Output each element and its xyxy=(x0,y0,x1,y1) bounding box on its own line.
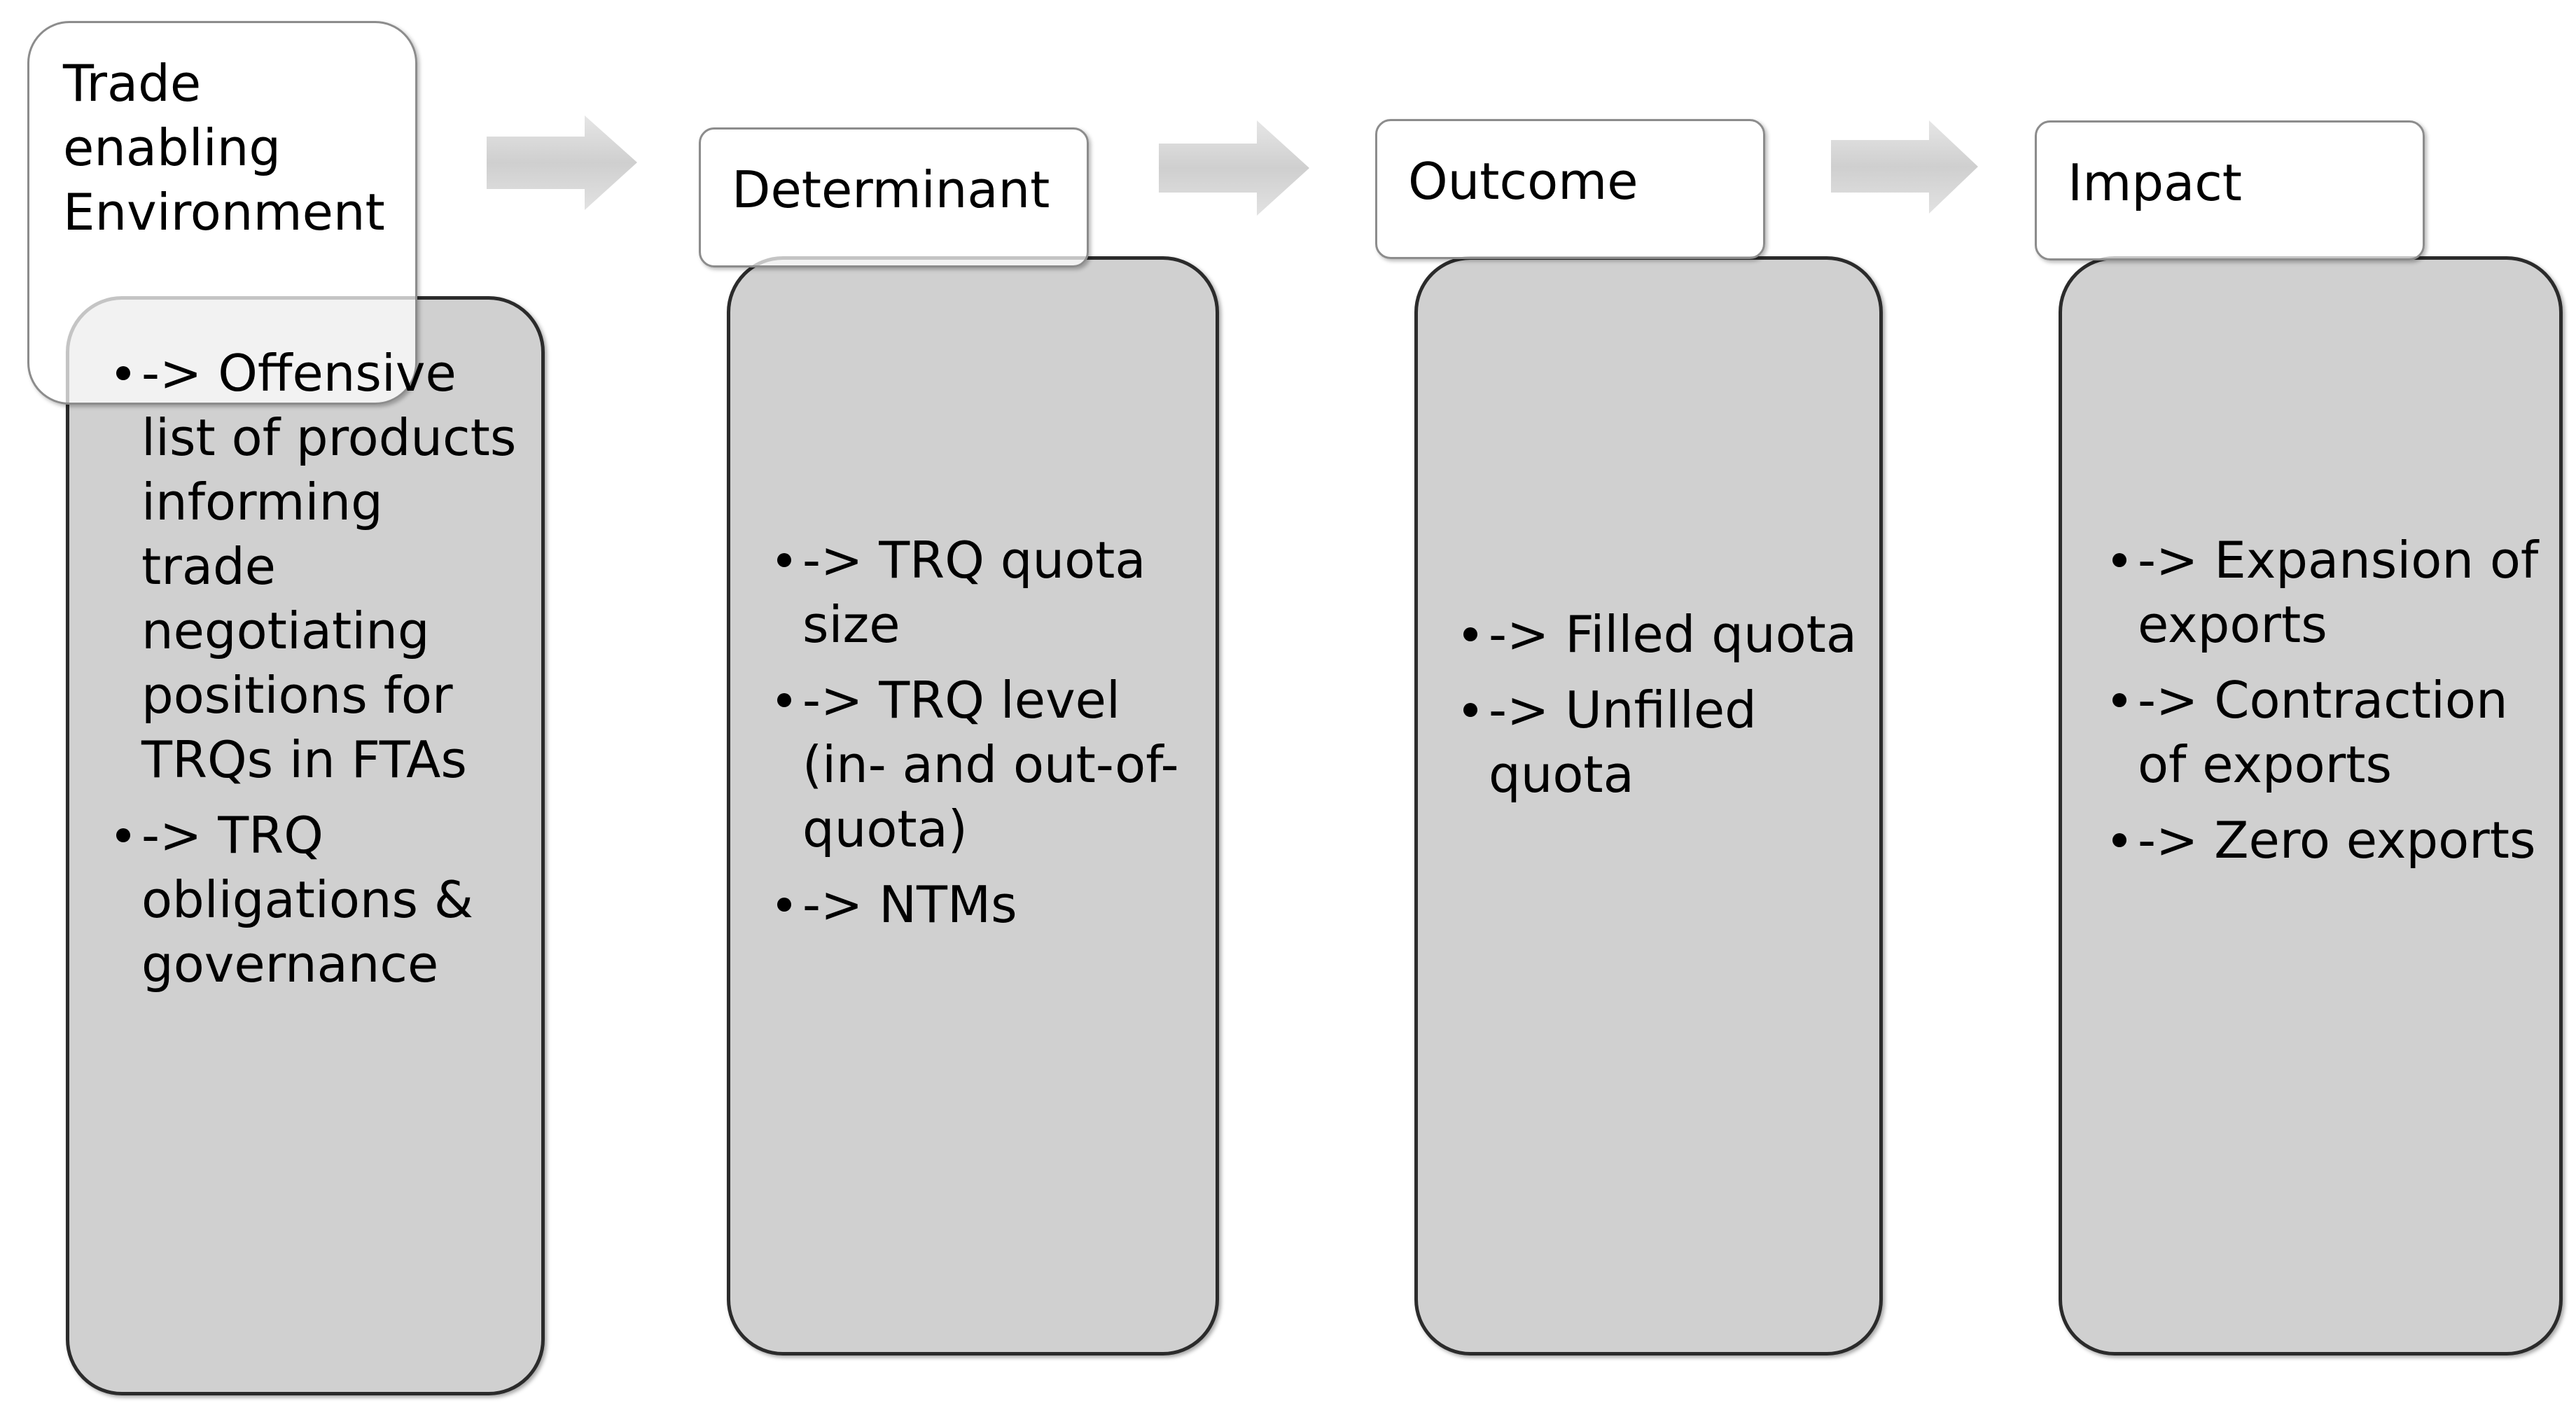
stage-3-panel xyxy=(1414,256,1883,1355)
bullet-icon xyxy=(1463,627,1477,641)
bullet-icon xyxy=(2112,553,2126,567)
list-item: -> Expansion of exports xyxy=(2112,528,2547,657)
stage-1-list: -> Offensive list of products informing … xyxy=(116,341,522,1008)
arrow-3 xyxy=(1831,120,1978,214)
list-item: -> TRQ level (in- and out-of-quota) xyxy=(777,668,1197,861)
stage-2-header-box: Determinant xyxy=(699,127,1089,267)
stage-3-list: -> Filled quota -> Unfilled quota xyxy=(1463,602,1870,818)
arrow-2 xyxy=(1159,120,1309,216)
bullet-icon xyxy=(2112,833,2126,847)
list-item: -> Contraction of exports xyxy=(2112,668,2547,797)
stage-4-header-box: Impact xyxy=(2035,120,2425,260)
list-item: -> Zero exports xyxy=(2112,808,2547,872)
stage-4-list: -> Expansion of exports -> Contraction o… xyxy=(2112,528,2547,884)
bullet-icon xyxy=(777,553,791,567)
stage-1-panel xyxy=(66,296,545,1395)
bullet-icon xyxy=(777,898,791,912)
list-item: -> TRQ quota size xyxy=(777,528,1197,657)
list-item: -> Offensive list of products informing … xyxy=(116,341,522,792)
list-item: -> Filled quota xyxy=(1463,602,1870,667)
bullet-icon xyxy=(116,828,130,842)
stage-2-header: Determinant xyxy=(732,160,1050,219)
list-item: -> Unfilled quota xyxy=(1463,678,1870,807)
stage-4-panel xyxy=(2059,256,2563,1355)
list-item: -> NTMs xyxy=(777,872,1197,937)
bullet-icon xyxy=(777,693,791,707)
stage-2-panel xyxy=(727,256,1219,1355)
stage-1-header-box: Trade enabling Environment xyxy=(27,21,417,405)
stage-3-header: Outcome xyxy=(1408,152,1638,211)
stage-3-header-box: Outcome xyxy=(1375,119,1765,259)
stage-2-list: -> TRQ quota size -> TRQ level (in- and … xyxy=(777,528,1197,948)
arrow-1 xyxy=(487,116,637,210)
list-item: -> TRQ obligations & governance xyxy=(116,803,522,996)
bullet-icon xyxy=(116,366,130,380)
stage-4-header: Impact xyxy=(2068,153,2243,212)
bullet-icon xyxy=(2112,693,2126,707)
bullet-icon xyxy=(1463,703,1477,717)
stage-1-header: Trade enabling Environment xyxy=(63,54,385,242)
